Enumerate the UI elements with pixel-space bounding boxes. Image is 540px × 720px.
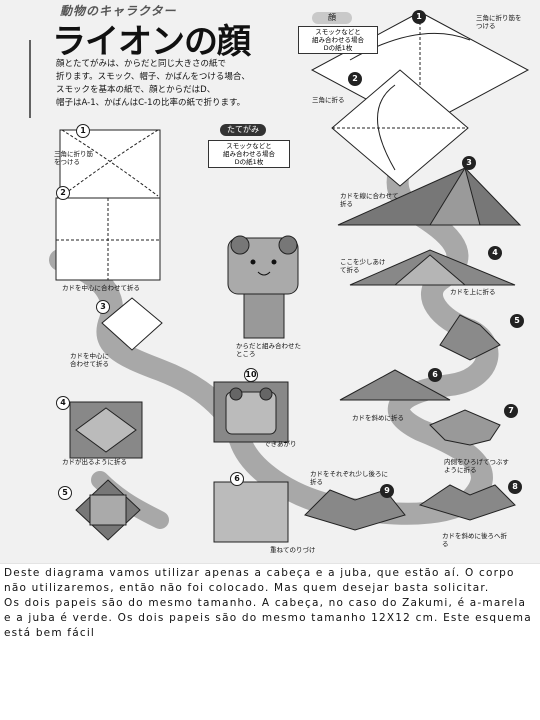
step4-flap (393, 254, 467, 286)
label-corners-back: カドをそれぞれ少し後ろに折る (310, 470, 388, 486)
label-body-together: からだと組み合わせたところ (236, 342, 301, 358)
mane-step4-center (75, 407, 137, 453)
caption-paragraph: Deste diagrama vamos utilizar apenas a c… (4, 567, 515, 594)
face-note-line: 組み合わせる場合 (312, 36, 364, 44)
mane-note-line: 組み合わせる場合 (223, 150, 275, 158)
diagram-drawing (29, 11, 530, 543)
lion-mouth (257, 271, 271, 276)
mane-note-line: スモックなどと (226, 142, 272, 150)
step-number: 10 (244, 368, 258, 382)
step-number: 9 (380, 484, 394, 498)
lion-ear-left (230, 235, 250, 255)
label-done: できあがり (264, 440, 297, 448)
mane-step2-folds (56, 198, 160, 280)
mane-note: スモックなどと 組み合わせる場合 Dの紙1枚 (208, 140, 290, 168)
step-number: 5 (58, 486, 72, 500)
intro-line: 帽子はA-1、かばんはC-1の比率の紙で折ります。 (56, 98, 246, 108)
label-corner-center: カドを中心に合わせて折る (62, 284, 140, 292)
mane-step6-square (213, 481, 289, 543)
step2-arrow (377, 84, 396, 171)
caption-paragraph: Os dois papeis são do mesmo tamanho. A c… (4, 597, 532, 639)
label-corner-out: カドが出るように折る (62, 458, 127, 466)
step-number: 6 (428, 368, 442, 382)
mane-step5-square (89, 494, 127, 526)
step-number: 6 (230, 472, 244, 486)
label-triangle-fold: 三角に折る (312, 96, 345, 104)
intro-line: スモックを基本の紙で、顔とからだはD、 (56, 85, 216, 95)
step10-ear-left (229, 387, 243, 401)
label-corner-edge: カドを線に合わせて折る (340, 192, 399, 208)
label-corner-up: カドを上に折る (450, 288, 496, 296)
face-note: スモックなどと 組み合わせる場合 Dの紙1枚 (298, 26, 378, 54)
label-open-squash: 内側をひろげてつぶすように折る (444, 458, 509, 474)
mane-note-line: Dの紙1枚 (234, 158, 264, 166)
caption-text: Deste diagrama vamos utilizar apenas a c… (4, 566, 534, 641)
face-note-line: スモックなどと (315, 28, 361, 36)
intro-line: 折ります。スモック、帽子、かばんをつける場合、 (56, 72, 250, 82)
label-corner-diagonal: カドを斜めに折る (352, 414, 404, 422)
label-overlap-glue: 重ねてのりづけ (270, 546, 316, 554)
step-number: 2 (56, 186, 70, 200)
mane-step1-square (59, 129, 161, 199)
step5-shape (439, 314, 501, 361)
step-number: 3 (96, 300, 110, 314)
lion-ear-right (278, 235, 298, 255)
step-number: 3 (462, 156, 476, 170)
step6-shape (339, 369, 451, 401)
step8-shape (418, 484, 516, 521)
label-corner-center-fold: カドを中心に合わせて折る (70, 352, 109, 368)
step10-ear-right (259, 387, 273, 401)
label-leave-gap: ここを少しあけて折る (340, 258, 386, 274)
diagram-title: ライオンの顔 (52, 22, 251, 62)
lion-body (243, 293, 285, 339)
step-number: 4 (56, 396, 70, 410)
step-number: 5 (510, 314, 524, 328)
label-triangle-fold: 三角に折り筋をつける (476, 14, 522, 30)
series-title: 動物のキャラクター (60, 4, 177, 18)
face-note-line: Dの紙1枚 (323, 44, 353, 52)
step-number: 8 (508, 480, 522, 494)
face-tag: 顔 (312, 12, 352, 24)
step10-face (225, 391, 277, 435)
step-number: 2 (348, 72, 362, 86)
mane-tag: たてがみ (220, 124, 266, 136)
label-triangle-fold: 三角に折り筋をつける (54, 150, 93, 166)
mane-step3-diamond (101, 297, 163, 351)
intro-text: 顔とたてがみは、からだと同じ大きさの紙で 折ります。スモック、帽子、かばんをつけ… (56, 58, 292, 110)
lion-eye-right (271, 259, 277, 265)
step-number: 1 (76, 124, 90, 138)
step-number: 1 (412, 10, 426, 24)
intro-line: 顔とたてがみは、からだと同じ大きさの紙で (56, 59, 227, 69)
step3-flap (429, 166, 481, 226)
origami-diagram: 動物のキャラクター ライオンの顔 顔とたてがみは、からだと同じ大きさの紙で 折り… (0, 0, 540, 564)
label-corners-diag-back: カドを斜めに後ろへ折る (442, 532, 507, 548)
mane-step1-folds (61, 129, 159, 197)
step7-shape (429, 409, 501, 446)
step-number: 7 (504, 404, 518, 418)
lion-eye-left (250, 259, 256, 265)
step-number: 4 (488, 246, 502, 260)
